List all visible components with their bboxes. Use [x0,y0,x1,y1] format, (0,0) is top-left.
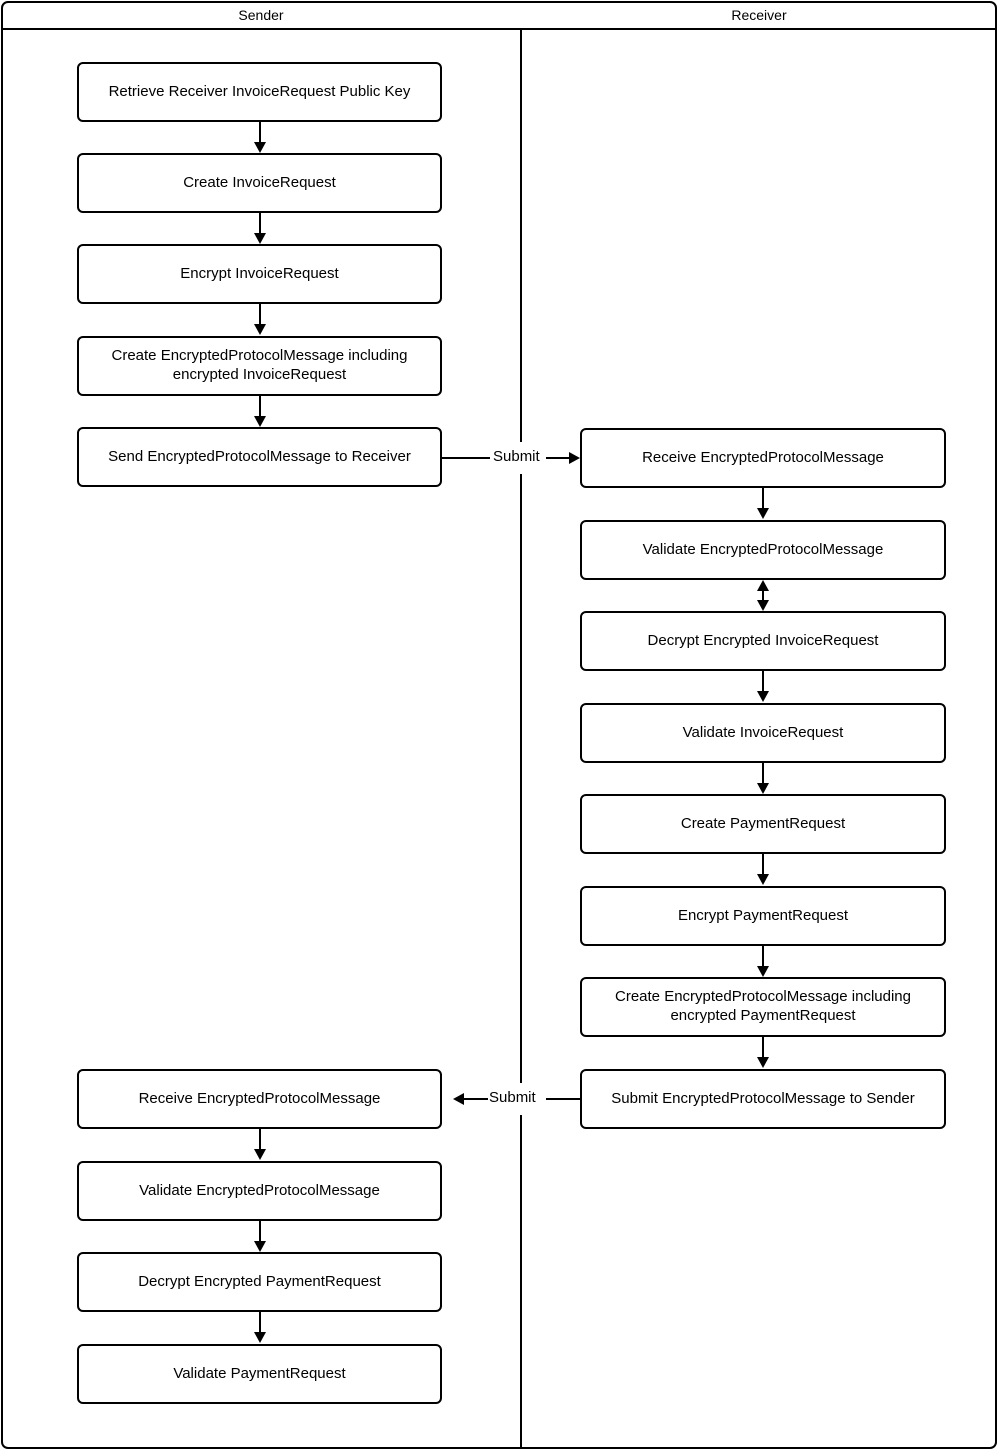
connector-r5-r6-line [762,854,764,874]
node-create-epm-paymentrequest[interactable]: Create EncryptedProtocolMessage includin… [580,977,946,1037]
connector-s6-s7-line [259,1129,261,1149]
edge-label-submit-to-sender: Submit [487,1089,538,1106]
lane-divider-segment-2 [520,474,522,1083]
connector-r2-r3-arrowhead-down [757,600,769,611]
connector-r1-r2-line [762,488,764,508]
node-receive-epm-sender[interactable]: Receive EncryptedProtocolMessage [77,1069,442,1129]
connector-r7-r8-arrowhead [757,1057,769,1068]
lane-header-receiver: Receiver [731,6,787,23]
lane-header-sender: Sender [238,6,284,23]
node-create-paymentrequest[interactable]: Create PaymentRequest [580,794,946,854]
lane-header-row: Sender Receiver [1,1,997,30]
connector-r1-r2-arrowhead [757,508,769,519]
connector-submit-to-receiver-line-right [546,457,571,459]
connector-submit-to-receiver-arrowhead [569,452,580,464]
node-encrypt-invoicerequest[interactable]: Encrypt InvoiceRequest [77,244,442,304]
node-validate-epm-receiver[interactable]: Validate EncryptedProtocolMessage [580,520,946,580]
node-submit-epm-to-sender[interactable]: Submit EncryptedProtocolMessage to Sende… [580,1069,946,1129]
connector-submit-to-sender-line-right [546,1098,580,1100]
connector-s3-s4-arrowhead [254,324,266,335]
connector-s4-s5-arrowhead [254,416,266,427]
connector-s6-s7-arrowhead [254,1149,266,1160]
connector-s8-s9-arrowhead [254,1332,266,1343]
node-retrieve-receiver-public-key[interactable]: Retrieve Receiver InvoiceRequest Public … [77,62,442,122]
connector-submit-to-sender-line-left [464,1098,488,1100]
node-create-epm-invoicerequest[interactable]: Create EncryptedProtocolMessage includin… [77,336,442,396]
connector-r2-r3-line [762,591,764,600]
connector-s4-s5-line [259,396,261,416]
connector-s8-s9-line [259,1312,261,1332]
lane-divider-segment-3 [520,1115,522,1449]
edge-label-submit-to-receiver: Submit [491,448,542,465]
connector-r6-r7-arrowhead [757,966,769,977]
node-create-invoicerequest[interactable]: Create InvoiceRequest [77,153,442,213]
node-receive-epm-receiver[interactable]: Receive EncryptedProtocolMessage [580,428,946,488]
node-send-epm-to-receiver[interactable]: Send EncryptedProtocolMessage to Receive… [77,427,442,487]
node-validate-paymentrequest[interactable]: Validate PaymentRequest [77,1344,442,1404]
node-encrypt-paymentrequest[interactable]: Encrypt PaymentRequest [580,886,946,946]
connector-r7-r8-line [762,1037,764,1057]
connector-s7-s8-arrowhead [254,1241,266,1252]
node-validate-epm-sender[interactable]: Validate EncryptedProtocolMessage [77,1161,442,1221]
node-decrypt-encrypted-paymentrequest[interactable]: Decrypt Encrypted PaymentRequest [77,1252,442,1312]
connector-r2-r3-arrowhead-up [757,580,769,591]
connector-r4-r5-arrowhead [757,783,769,794]
connector-s1-s2-arrowhead [254,142,266,153]
connector-r3-r4-arrowhead [757,691,769,702]
connector-r3-r4-line [762,671,764,691]
connector-submit-to-sender-arrowhead [453,1093,464,1105]
connector-submit-to-receiver-line-left [442,457,490,459]
connector-s2-s3-line [259,213,261,233]
connector-s7-s8-line [259,1221,261,1241]
lane-divider-segment-1 [520,30,522,442]
node-validate-invoicerequest[interactable]: Validate InvoiceRequest [580,703,946,763]
connector-r6-r7-line [762,946,764,966]
connector-s2-s3-arrowhead [254,233,266,244]
connector-r4-r5-line [762,763,764,783]
node-decrypt-encrypted-invoicerequest[interactable]: Decrypt Encrypted InvoiceRequest [580,611,946,671]
connector-s1-s2-line [259,122,261,142]
connector-s3-s4-line [259,304,261,324]
connector-r5-r6-arrowhead [757,874,769,885]
